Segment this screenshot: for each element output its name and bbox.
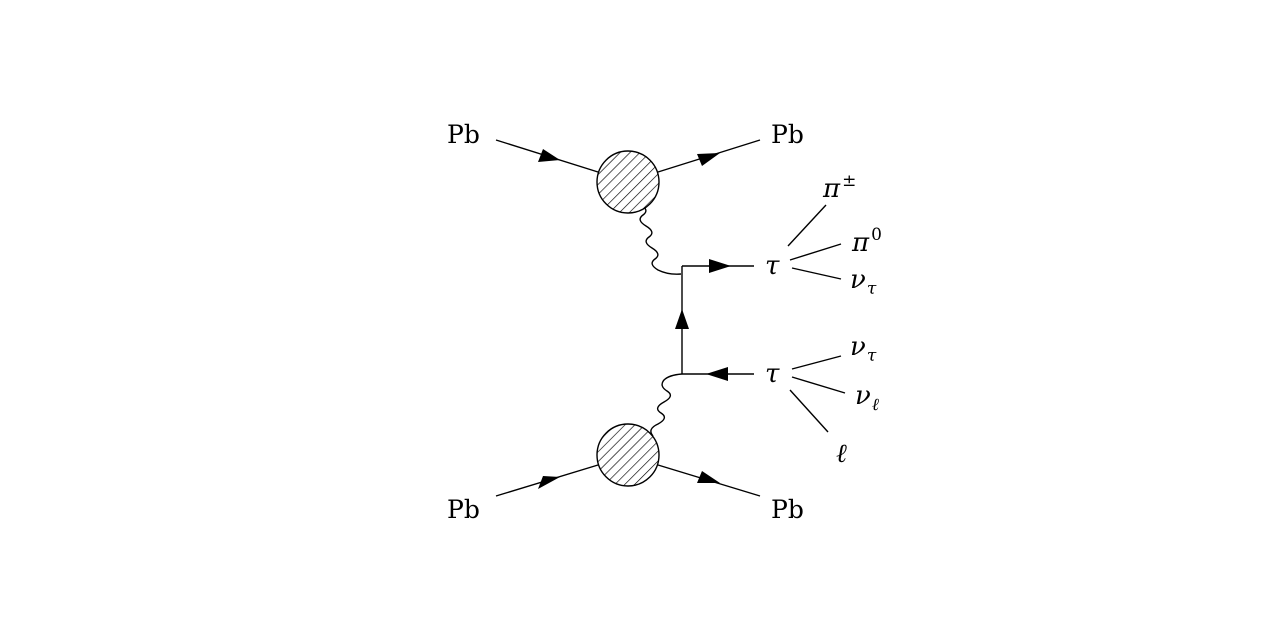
- blob-top: [596, 150, 660, 214]
- label-nu-tau-bottom: ντ: [850, 332, 877, 366]
- arrow-pb-incoming-bottom: [538, 476, 560, 489]
- arrow-pb-outgoing-top: [697, 153, 720, 166]
- blob-bottom: [596, 423, 660, 487]
- arrow-tau-top: [709, 259, 731, 273]
- decay-line-nu-tau-bottom: [791, 355, 842, 370]
- arrow-pb-outgoing-bottom: [697, 471, 720, 483]
- decay-line-pi-charged: [787, 204, 827, 247]
- label-tau-bottom: τ: [765, 359, 780, 389]
- decay-line-lepton: [789, 389, 829, 433]
- arrow-tau-propagator: [675, 309, 689, 329]
- label-pb-in-top: Pb: [447, 120, 480, 149]
- arrow-pb-incoming-top: [538, 149, 560, 162]
- decay-line-nu-lepton: [791, 376, 846, 394]
- label-tau-top: τ: [765, 251, 780, 281]
- photon-top: [639, 203, 682, 275]
- decay-line-pi-neutral: [789, 243, 842, 261]
- label-nu-lepton: νℓ: [855, 381, 879, 415]
- label-pi-charged: π±: [822, 171, 856, 204]
- label-pb-out-top: Pb: [771, 120, 804, 149]
- decay-line-nu-top: [791, 267, 842, 280]
- photon-bottom: [650, 373, 683, 437]
- label-nu-tau-top: ντ: [850, 265, 877, 299]
- label-pb-in-bottom: Pb: [447, 495, 480, 524]
- arrow-tau-bottom: [706, 367, 728, 381]
- label-pb-out-bottom: Pb: [771, 495, 804, 524]
- label-lepton: ℓ: [836, 439, 847, 469]
